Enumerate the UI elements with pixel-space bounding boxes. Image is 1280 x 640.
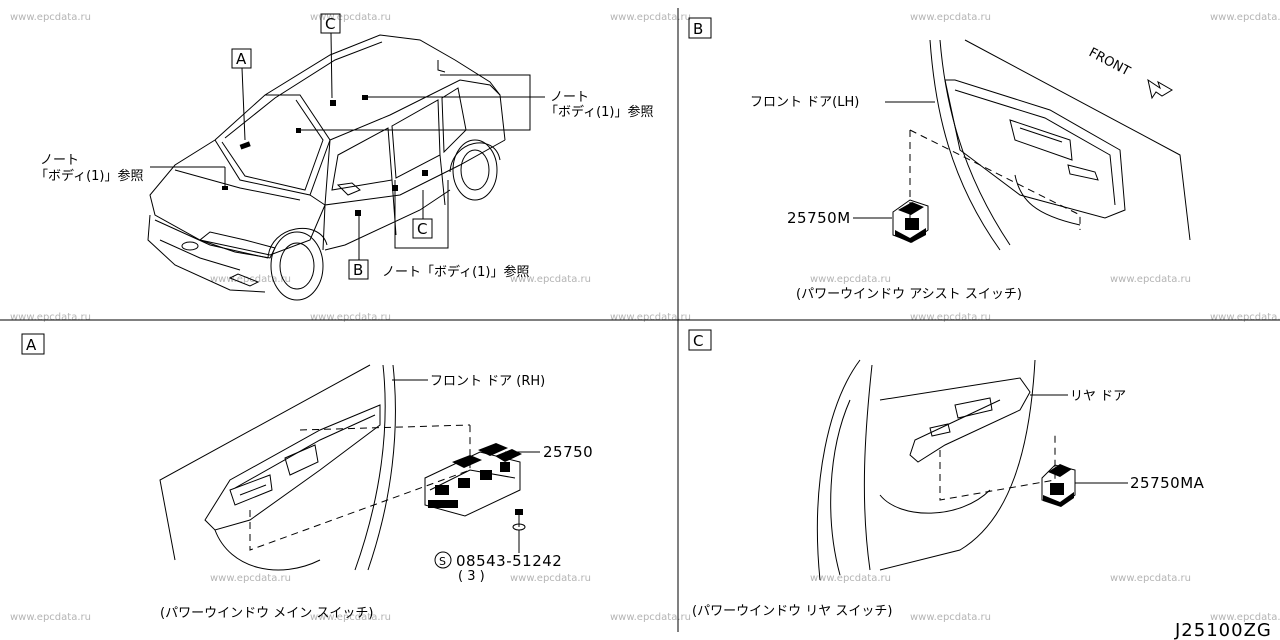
watermark: www.epcdata.ru — [910, 12, 991, 23]
rear-door-drawing — [816, 359, 1036, 581]
watermark: www.epcdata.ru — [910, 312, 991, 323]
caption-assist-switch: (パワーウインドウ アシスト スイッチ) — [796, 287, 1022, 302]
panel-b-tag: B — [693, 20, 703, 38]
watermarks: www.epcdata.ru www.epcdata.ru www.epcdat… — [10, 12, 1280, 623]
screw-quantity: ( 3 ) — [458, 569, 485, 584]
callout-c-top-box — [320, 13, 341, 34]
door-label-lh: フロント ドア(LH) — [750, 95, 859, 110]
watermark: www.epcdata.ru — [610, 312, 691, 323]
callout-b: B — [353, 261, 363, 279]
watermark: www.epcdata.ru — [810, 573, 891, 584]
panel-c: C 25750MA リヤ ドア (パワーウインドウ リヤ スイッチ) — [688, 329, 1205, 619]
watermark: www.epcdata.ru — [10, 312, 91, 323]
watermark: www.epcdata.ru — [210, 573, 291, 584]
watermark: www.epcdata.ru — [310, 312, 391, 323]
panel-a: A 25750 — [21, 333, 593, 621]
watermark: www.epcdata.ru — [1110, 274, 1191, 285]
car-overview-drawing — [147, 34, 506, 301]
front-label: FRONT — [1086, 45, 1132, 79]
screw-drawing — [512, 509, 526, 545]
callout-c-top: C — [325, 15, 335, 33]
front-arrow: FRONT — [1086, 45, 1173, 100]
callout-a: A — [236, 50, 247, 68]
part-number-25750: 25750 — [543, 443, 593, 461]
part-number-25750m: 25750M — [787, 209, 851, 227]
diagram-code: J25100ZG — [1174, 620, 1272, 640]
watermark: www.epcdata.ru — [610, 612, 691, 623]
callout-c-door: C — [417, 220, 427, 238]
watermark: www.epcdata.ru — [510, 274, 591, 285]
panel-b-tag-box — [688, 17, 712, 39]
part-25750-switch — [424, 443, 522, 517]
note-bottom: ノート「ボディ(1)」参照 — [382, 264, 530, 280]
watermark: www.epcdata.ru — [610, 12, 691, 23]
part-25750m-switch — [892, 199, 929, 243]
watermark: www.epcdata.ru — [10, 612, 91, 623]
door-label-rh: フロント ドア (RH) — [430, 374, 545, 389]
watermark: www.epcdata.ru — [10, 12, 91, 23]
watermark: www.epcdata.ru — [310, 612, 391, 623]
front-door-rh-drawing — [159, 364, 396, 571]
watermark: www.epcdata.ru — [310, 12, 391, 23]
caption-rear-switch: (パワーウインドウ リヤ スイッチ) — [692, 604, 892, 619]
watermark: www.epcdata.ru — [1210, 12, 1280, 23]
part-number-25750ma: 25750MA — [1130, 474, 1205, 492]
callout-a-box — [231, 48, 252, 69]
screw-symbol-circle — [434, 551, 452, 569]
part-25750ma-switch — [1041, 464, 1076, 507]
note-left-line2: 「ボディ(1)」参照 — [35, 168, 144, 184]
watermark: www.epcdata.ru — [1210, 312, 1280, 323]
screw-part-number: 08543-51242 — [456, 552, 562, 570]
panel-c-tag-box — [688, 329, 712, 351]
front-door-lh-drawing — [929, 39, 1191, 251]
panel-a-tag: A — [26, 336, 37, 354]
watermark: www.epcdata.ru — [810, 274, 891, 285]
screw-symbol: S — [439, 555, 446, 568]
overview-panel: A C C B ノート 「ボディ(1)」参照 ノート 「ボディ(1)」参照 ノー… — [35, 13, 654, 301]
note-right-line2: 「ボディ(1)」参照 — [545, 104, 654, 120]
watermark: www.epcdata.ru — [510, 573, 591, 584]
watermark: www.epcdata.ru — [910, 612, 991, 623]
note-left-line1: ノート — [40, 153, 79, 168]
caption-main-switch: (パワーウインドウ メイン スイッチ) — [160, 606, 373, 621]
panel-a-tag-box — [21, 333, 45, 355]
door-label-rear: リヤ ドア — [1070, 389, 1126, 404]
note-right-line1: ノート — [550, 90, 589, 105]
watermark: www.epcdata.ru — [1210, 612, 1280, 623]
watermark: www.epcdata.ru — [1110, 573, 1191, 584]
panel-b: B FRONT 25750M フロント ドア(LH) — [688, 17, 1191, 302]
panel-c-tag: C — [693, 332, 703, 350]
